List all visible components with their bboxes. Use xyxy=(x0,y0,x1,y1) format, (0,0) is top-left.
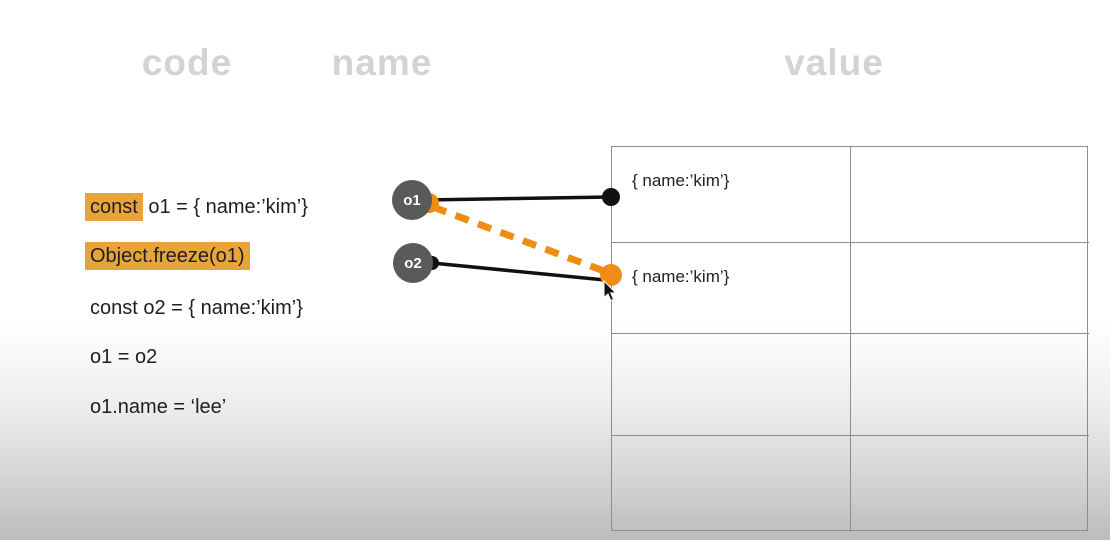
value-cell-r2c2 xyxy=(851,243,1089,334)
highlighted-object-freeze: Object.freeze(o1) xyxy=(85,242,250,270)
o1-to-row1-line xyxy=(423,195,612,202)
code-line-const-o1: const o1 = { name:’kim’} xyxy=(85,193,308,221)
column-header-value: value xyxy=(784,42,884,83)
code-line-5-text: o1.name = ‘lee’ xyxy=(90,396,227,418)
object-node-o2[interactable]: o2 xyxy=(393,243,433,283)
node-o2-label: o2 xyxy=(404,254,422,272)
value-table: { name:’kim’} { name:’kim’} xyxy=(611,146,1089,532)
value-cell-r2c1: { name:’kim’} xyxy=(612,243,851,334)
code-line-3-text: const o2 = { name:’kim’} xyxy=(90,297,303,319)
value-cell-r3c1 xyxy=(612,334,851,436)
value-cell-r3c2 xyxy=(851,334,1089,436)
column-header-name: name xyxy=(331,42,433,83)
value-cell-r4c2 xyxy=(851,436,1089,532)
highlighted-keyword-const: const xyxy=(85,193,143,221)
code-line-o1-equals-o2: o1 = o2 xyxy=(90,345,157,369)
code-line-o1-name-lee: o1.name = ‘lee’ xyxy=(90,395,226,419)
column-header-code: code xyxy=(141,42,233,83)
object-node-o1[interactable]: o1 xyxy=(392,180,432,220)
code-line-1-rest: o1 = { name:’kim’} xyxy=(142,196,308,218)
o2-to-row2-line xyxy=(431,261,606,282)
code-line-object-freeze: Object.freeze(o1) xyxy=(85,242,250,270)
o1-to-row2-dashed-line xyxy=(431,203,606,275)
node-o1-label: o1 xyxy=(403,191,421,209)
code-line-4-text: o1 = o2 xyxy=(90,346,158,368)
value-cell-r1c2 xyxy=(851,147,1089,243)
code-line-const-o2: const o2 = { name:’kim’} xyxy=(90,296,303,320)
value-cell-r4c1 xyxy=(612,436,851,532)
value-cell-r1c1: { name:’kim’} xyxy=(612,147,851,243)
